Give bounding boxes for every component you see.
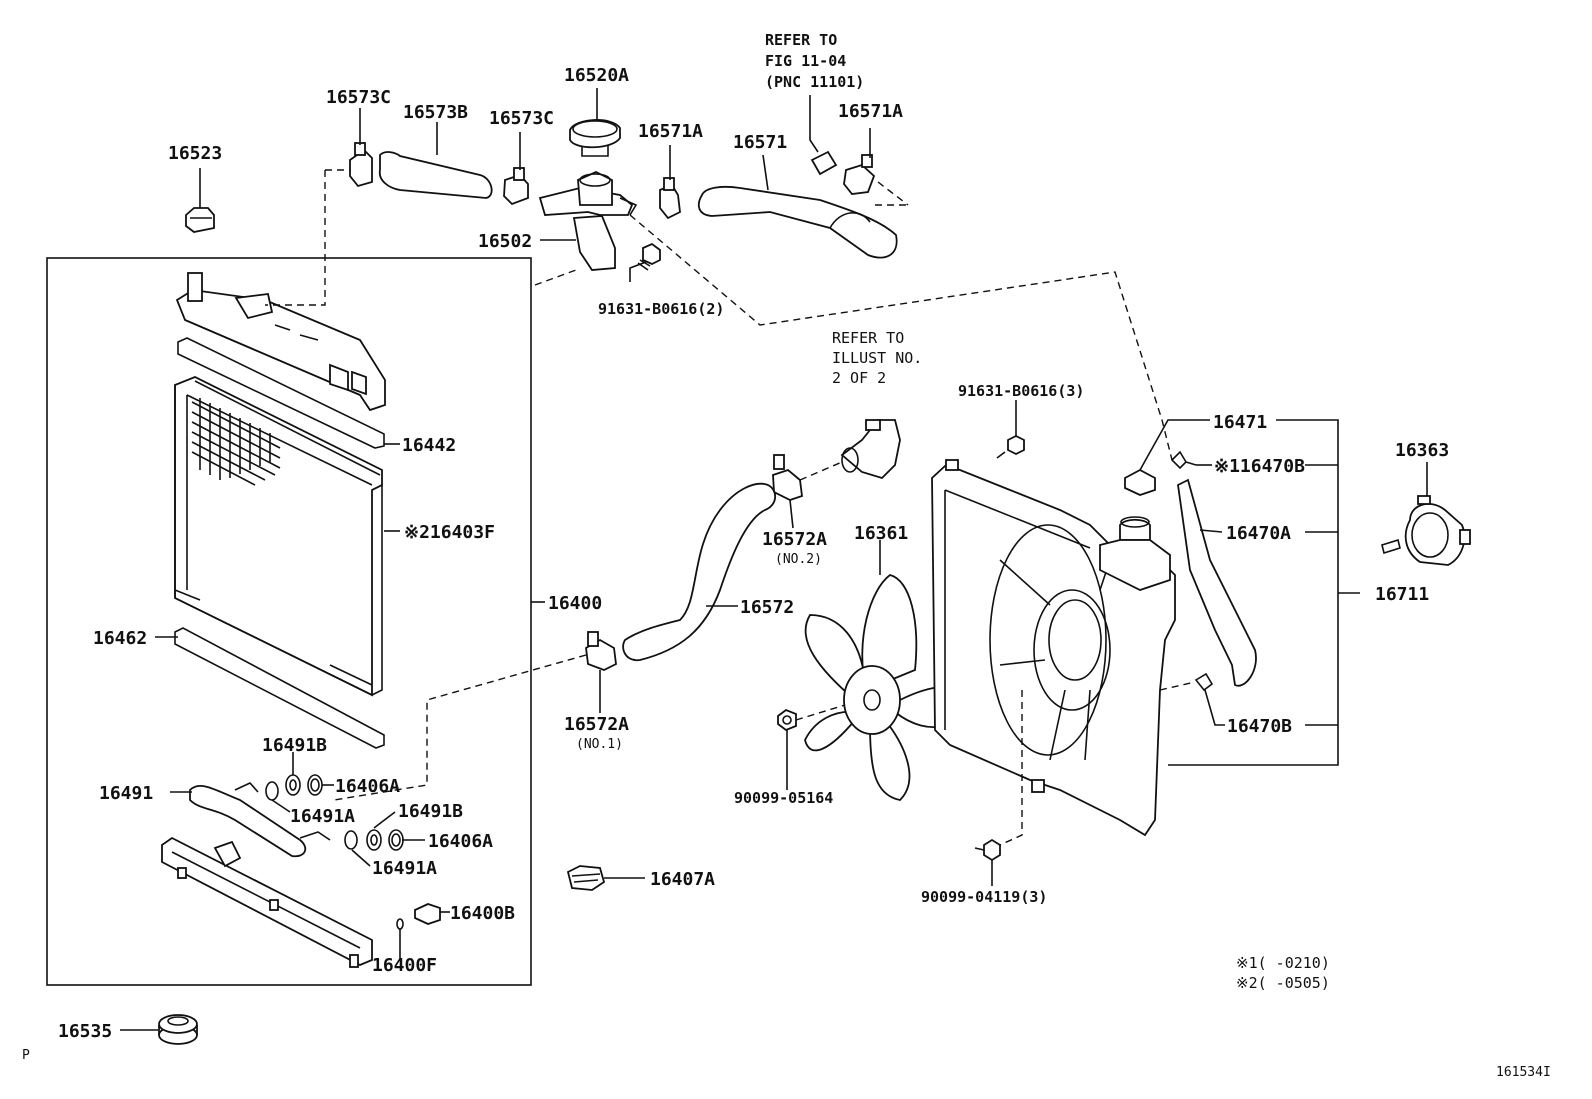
label-16470b-a: ※116470B [1214,456,1305,477]
label-16361: 16361 [854,523,908,544]
label-16571a-b: 16571A [838,101,903,122]
note-1: ※1( -0210) [1236,954,1330,972]
label-16572a-no1-sub: (NO.1) [576,737,623,752]
bolt-91631-b0616-2 [637,242,661,271]
label-16573b: 16573B [403,102,468,123]
label-16520a: 16520A [564,65,629,86]
oring-16406a-lower [388,829,404,851]
label-16407a: 16407A [650,869,715,890]
refer-top-line1: REFER TO [765,31,837,49]
oring-16491a-lower [344,830,358,850]
label-16406a-b: 16406A [428,831,493,852]
refer-mid-line1: REFER TO [832,329,904,347]
label-16711: 16711 [1375,584,1429,605]
label-nut-90099-05164: 90099-05164 [734,789,833,807]
corner-label-right: 161534I [1496,1065,1551,1080]
label-16572a-no1: 16572A [564,714,629,735]
label-16470b-b: 16470B [1227,716,1292,737]
hose-16571 [697,185,898,259]
label-16502: 16502 [478,231,532,252]
refer-mid-line2: ILLUST NO. [832,349,922,367]
connector-16571 [810,150,838,176]
leader-lines [120,88,1428,1031]
drain-cock [414,903,441,925]
water-outlet [840,419,901,480]
label-16572: 16572 [740,597,794,618]
label-16572a-no2-sub: (NO.2) [775,552,822,567]
hose-16572 [622,482,777,661]
label-bolt-91631-3: 91631-B0616(3) [958,382,1084,400]
label-16400: 16400 [548,593,602,614]
cushion-16535 [158,1014,198,1045]
corner-label-left: P [22,1048,30,1063]
label-16573c-a: 16573C [326,87,391,108]
clamp-16572a-no2 [772,468,803,501]
note-2: ※2( -0505) [1236,974,1330,992]
dashed-guides [265,169,1196,846]
refer-top-line3: (PNC 11101) [765,73,864,91]
label-bolt-91631-2: 91631-B0616(2) [598,300,724,318]
label-16491a-a: 16491A [290,806,355,827]
plug-16523 [185,207,215,233]
label-16491b-a: 16491B [262,735,327,756]
label-16363: 16363 [1395,440,1449,461]
reserve-tank-cap-16471 [1124,468,1156,496]
fan-16361 [804,574,977,801]
label-16573c-b: 16573C [489,108,554,129]
clamp-16470b-upper [1170,450,1197,470]
label-16535: 16535 [58,1021,112,1042]
radiator-lower-tank [161,836,373,968]
nut-90099-05164 [777,708,797,732]
label-bolt-90099-04119: 90099-04119(3) [921,888,1047,906]
label-16491: 16491 [99,783,153,804]
label-16491a-b: 16491A [372,858,437,879]
hose-16491 [189,785,307,858]
gasket-upper [177,337,385,449]
label-16523: 16523 [168,143,222,164]
refer-mid-line3: 2 OF 2 [832,369,886,387]
radiator-upper-tank [175,272,386,412]
radiator-cap [569,119,621,157]
oring-16491b-upper [285,774,301,796]
oring-16491a-upper [265,781,279,801]
bolt-91631-b0616-3 [996,434,1025,459]
label-16400b: 16400B [450,903,515,924]
label-16471: 16471 [1213,412,1267,433]
label-16571: 16571 [733,132,787,153]
clamp-16571a-right [843,163,876,195]
clamp-16572a-no1 [585,638,617,671]
radiator-assembly-frame [46,257,532,986]
fan-shroud [931,459,1176,837]
label-16462: 16462 [93,628,147,649]
radiator-core [174,376,383,697]
label-16400f: 16400F [372,955,437,976]
refer-top-line2: FIG 11-04 [765,52,846,70]
label-16571a-a: 16571A [638,121,703,142]
label-16491b-b: 16491B [398,801,463,822]
drain-plug-oring [396,918,404,930]
label-16403f: ※216403F [404,522,495,543]
hose-16573b [378,151,493,199]
label-16442: 16442 [402,435,456,456]
oring-16406a-upper [307,774,323,796]
gasket-lower [174,627,385,749]
label-16406a-a: 16406A [335,776,400,797]
clamp-16470b-lower [1194,672,1214,692]
oring-16491b-lower [366,829,382,851]
label-16470a: 16470A [1226,523,1291,544]
label-16572a-no2: 16572A [762,529,827,550]
temp-switch-16407a [566,865,606,891]
bolt-90099-04119-3 [974,838,1001,862]
filler-neck [538,171,638,271]
fan-motor-16363 [1381,495,1471,566]
hose-16470a [1177,478,1257,687]
